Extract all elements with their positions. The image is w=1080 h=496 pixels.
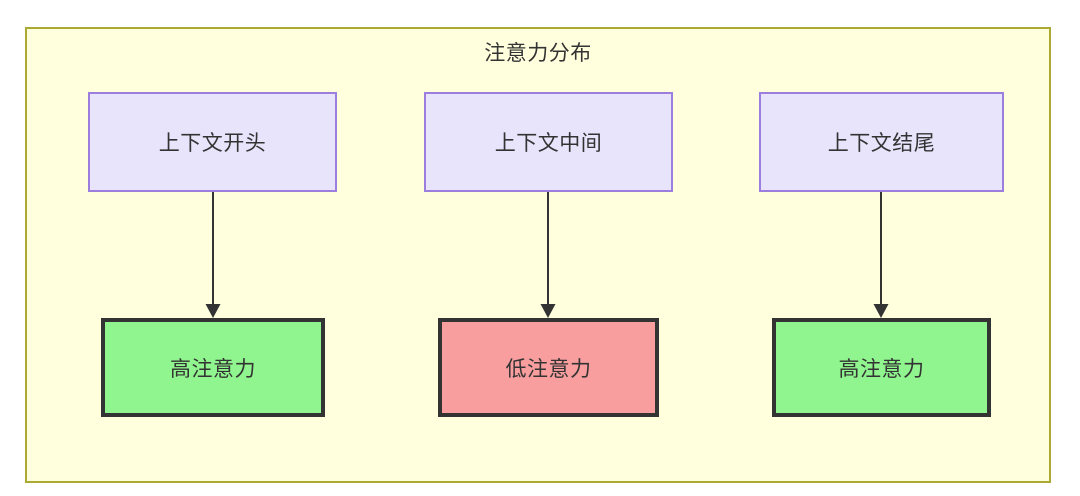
node-context-start[interactable]: 上下文开头 xyxy=(88,92,337,192)
node-context-middle[interactable]: 上下文中间 xyxy=(424,92,673,192)
node-attention-high-end[interactable]: 高注意力 xyxy=(772,318,991,417)
subgraph-title: 注意力分布 xyxy=(484,42,592,65)
node-context-end[interactable]: 上下文结尾 xyxy=(759,92,1004,192)
node-attention-high-start[interactable]: 高注意力 xyxy=(101,318,325,417)
node-attention-low-middle[interactable]: 低注意力 xyxy=(438,318,659,417)
